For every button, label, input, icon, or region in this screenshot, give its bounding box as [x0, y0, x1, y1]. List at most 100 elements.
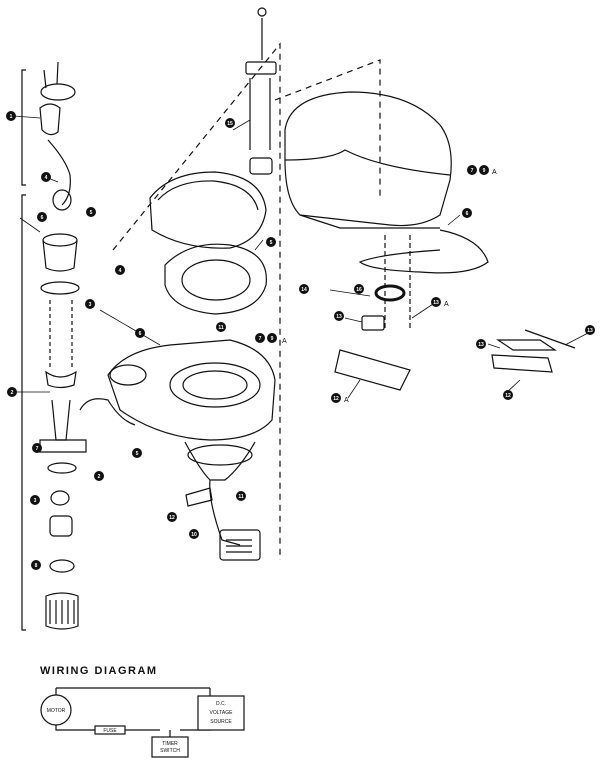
svg-text:6: 6 [466, 211, 469, 217]
callout-4-seat: 4 [115, 265, 125, 275]
timer-label-line2: SWITCH [160, 748, 180, 754]
svg-text:9: 9 [483, 168, 486, 174]
callout-1: 1 [6, 111, 16, 121]
svg-text:2: 2 [11, 390, 14, 396]
callout-7-base: 7 [255, 333, 265, 343]
timer-switch-symbol [151, 736, 189, 758]
bowl-funnel [184, 441, 256, 546]
svg-text:11: 11 [238, 494, 244, 500]
callout-9-base: 9 [267, 333, 277, 343]
callout-2-lower: 2 [94, 471, 104, 481]
callout-6-base: 6 [135, 328, 145, 338]
tank-strap [358, 229, 489, 274]
callout-13-flange: 13 [431, 297, 441, 307]
callout-13-right: 13 [585, 325, 595, 335]
frame-center [112, 42, 281, 560]
callout-11-base: 11 [216, 322, 226, 332]
motor-symbol [40, 694, 72, 726]
callout-15: 15 [225, 118, 235, 128]
svg-text:6: 6 [41, 215, 44, 221]
callout-12-left: 12 [167, 512, 177, 522]
callout-6-strap: 6 [462, 208, 472, 218]
callout-5-lid: 5 [266, 237, 276, 247]
callout-13-gasket: 13 [334, 311, 344, 321]
svg-text:4: 4 [45, 175, 48, 181]
callout-4: 4 [41, 172, 51, 182]
frame-right [274, 59, 381, 200]
suffix-a-outlet: A [344, 397, 349, 404]
svg-text:16: 16 [356, 287, 362, 293]
suffix-a-flange: A [444, 301, 449, 308]
svg-text:12: 12 [169, 515, 175, 521]
left-bracket-upper [21, 69, 26, 186]
motor-assembly [185, 487, 261, 561]
svg-text:4: 4 [119, 268, 122, 274]
suffix-a-base: A [282, 338, 287, 345]
callout-11-motor: 11 [236, 491, 246, 501]
callout-14: 14 [299, 284, 309, 294]
callout-12-outlet: 12 [331, 393, 341, 403]
callout-9-tank: 9 [479, 165, 489, 175]
toilet-lid [149, 171, 267, 249]
fuse-label: FUSE [103, 728, 117, 734]
suffix-a-tank: A [492, 169, 497, 176]
callout-12-valve: 12 [503, 390, 513, 400]
source-label-line1: D.C. [216, 701, 226, 707]
source-label-line3: SOURCE [210, 719, 232, 725]
svg-text:13: 13 [478, 342, 484, 348]
svg-text:15: 15 [227, 121, 233, 127]
svg-text:13: 13 [587, 328, 593, 334]
svg-text:5: 5 [136, 451, 139, 457]
svg-text:13: 13 [336, 314, 342, 320]
callout-6-left: 6 [37, 212, 47, 222]
svg-text:13: 13 [433, 300, 439, 306]
svg-text:3: 3 [34, 498, 37, 504]
timer-label-line1: TIMER [162, 741, 178, 747]
motor-label: MOTOR [47, 708, 66, 714]
callout-7-left: 7 [32, 443, 42, 453]
left-bracket-lower [21, 194, 26, 631]
svg-text:9: 9 [271, 336, 274, 342]
svg-text:12: 12 [333, 396, 339, 402]
wire-loop [55, 687, 211, 731]
svg-text:7: 7 [471, 168, 474, 174]
svg-text:7: 7 [36, 446, 39, 452]
svg-text:12: 12 [505, 393, 511, 399]
callout-2-left: 2 [7, 387, 17, 397]
svg-text:14: 14 [301, 287, 307, 293]
wiring-labels: MOTOR FUSE TIMER SWITCH D.C. VOLTAGE SOU… [47, 701, 233, 754]
wiring-diagram-title: WIRING DIAGRAM [40, 665, 158, 677]
source-label-line2: VOLTAGE [210, 710, 234, 716]
callout-5-base: 5 [132, 448, 142, 458]
svg-text:1: 1 [10, 114, 13, 120]
callout-16: 16 [354, 284, 364, 294]
callout-8: 8 [31, 560, 41, 570]
callout-5-bowl: 5 [86, 207, 96, 217]
callout-3-upper: 3 [85, 299, 95, 309]
svg-text:3: 3 [89, 302, 92, 308]
svg-text:10: 10 [191, 532, 197, 538]
svg-text:5: 5 [90, 210, 93, 216]
valve-assembly [491, 329, 576, 373]
svg-text:5: 5 [270, 240, 273, 246]
callout-13-valve: 13 [476, 339, 486, 349]
toilet-bowl-base [79, 339, 276, 441]
pump-assembly [39, 61, 87, 630]
callout-10: 10 [189, 529, 199, 539]
svg-text:6: 6 [139, 331, 142, 337]
holding-tank [284, 91, 452, 229]
callout-7-tank: 7 [467, 165, 477, 175]
wiring-diagram [40, 687, 245, 758]
callout-3-lower: 3 [30, 495, 40, 505]
dc-source-symbol [197, 695, 245, 731]
fuse-symbol [94, 725, 126, 735]
svg-text:11: 11 [218, 325, 224, 331]
callouts: 1 2 2 3 3 4 4 5 5 5 6 6 6 7 7 7 8 9 9 10… [6, 111, 595, 570]
rod-assembly [245, 7, 277, 175]
svg-text:7: 7 [259, 336, 262, 342]
svg-text:2: 2 [98, 474, 101, 480]
tank-outlet [334, 235, 411, 391]
toilet-seat [164, 243, 267, 315]
svg-text:8: 8 [35, 563, 38, 569]
